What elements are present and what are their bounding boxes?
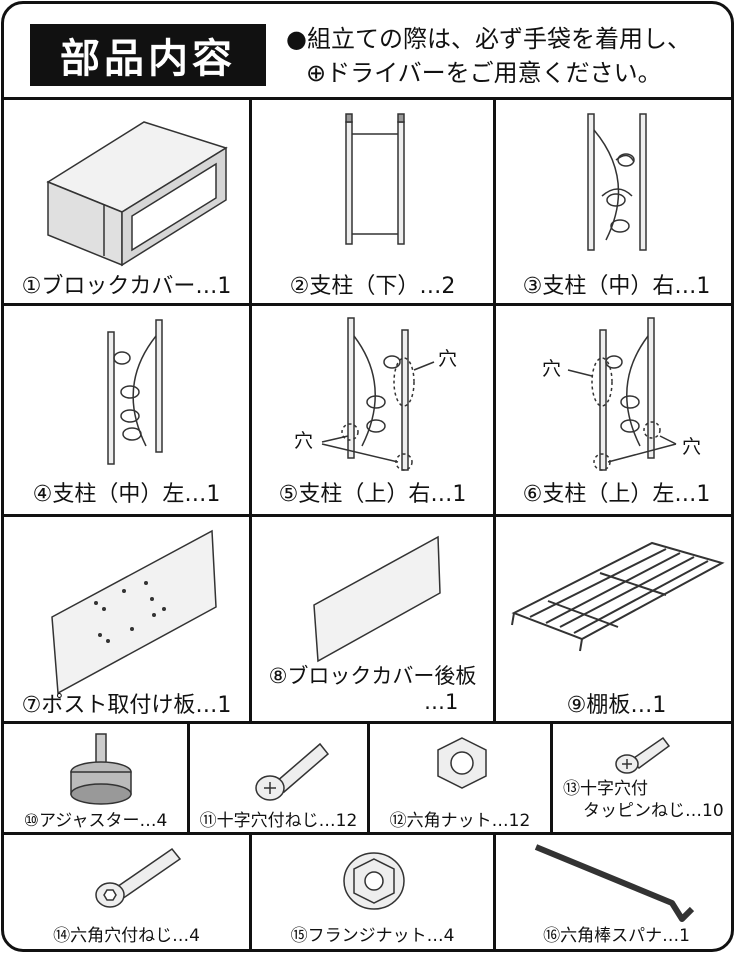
upper-post-left-illustration [567, 317, 677, 471]
phillips-screw-illustration [255, 742, 330, 801]
part-cell-13: ⑬十字穴付 タッピンねじ…10 [553, 724, 731, 832]
tapping-screw-illustration [615, 736, 671, 774]
part-label-1: ①ブロックカバー…1 [21, 274, 232, 299]
part-cell-6: 穴 穴 ⑥支柱（上）左…1 [496, 306, 731, 514]
page-title: 部品内容 [30, 24, 266, 86]
hole-callout-6b: 穴 [682, 436, 702, 458]
part-label-4: ④支柱（中）左…1 [32, 482, 221, 507]
flange-nut-illustration [343, 852, 405, 910]
hole-callout-5a: 穴 [438, 348, 458, 370]
parts-row-4: ⑩アジャスター…4 ⑪十字穴付ねじ…12 [4, 724, 731, 835]
part-cell-1: ①ブロックカバー…1 [4, 100, 252, 303]
part-cell-2: ②支柱（下）…2 [252, 100, 496, 303]
lower-post-illustration [345, 113, 405, 245]
part-label-5: ⑤支柱（上）右…1 [278, 482, 467, 507]
post-mounting-plate-illustration [51, 529, 217, 695]
part-label-15: ⑮フランジナット…4 [290, 926, 455, 946]
part-cell-10: ⑩アジャスター…4 [4, 724, 190, 832]
parts-row-1: ①ブロックカバー…1 ②支柱（下）…2 [4, 100, 731, 306]
parts-row-5: ⑭六角穴付ねじ…4 ⑮フランジナット…4 ⑯六角棒スパナ…1 [4, 835, 731, 949]
part-label-13-line1: ⑬十字穴付 [563, 779, 648, 799]
part-label-12: ⑫六角ナット…12 [389, 811, 531, 831]
hex-key-wrench-illustration [534, 844, 695, 922]
part-cell-3: ③支柱（中）右…1 [496, 100, 731, 303]
assembly-notice: ●組立ての際は、必ず手袋を着用し、 ⊕ドライバーをご用意ください。 [286, 22, 691, 90]
block-cover-back-panel-illustration [313, 535, 441, 663]
hole-callout-5b: 穴 [294, 430, 314, 452]
part-cell-9: ⑨棚板…1 [496, 517, 731, 721]
hole-callout-6a: 穴 [542, 358, 562, 380]
part-label-8-line1: ⑧ブロックカバー後板 [268, 664, 477, 688]
part-label-2: ②支柱（下）…2 [289, 274, 456, 299]
part-cell-7: ⑦ポスト取付け板…1 [4, 517, 252, 721]
header: 部品内容 ●組立ての際は、必ず手袋を着用し、 ⊕ドライバーをご用意ください。 [4, 4, 731, 100]
part-cell-4: ④支柱（中）左…1 [4, 306, 252, 514]
parts-grid: ①ブロックカバー…1 ②支柱（下）…2 [4, 100, 731, 949]
notice-line-2: ⊕ドライバーをご用意ください。 [306, 59, 662, 87]
part-label-9: ⑨棚板…1 [566, 693, 667, 718]
part-cell-14: ⑭六角穴付ねじ…4 [4, 835, 252, 949]
part-cell-8: ⑧ブロックカバー後板 …1 [252, 517, 496, 721]
part-label-11: ⑪十字穴付ねじ…12 [199, 811, 358, 831]
part-label-16: ⑯六角棒スパナ…1 [543, 926, 690, 946]
part-cell-15: ⑮フランジナット…4 [252, 835, 496, 949]
notice-line-1: ●組立ての際は、必ず手袋を着用し、 [286, 25, 691, 53]
part-cell-12: ⑫六角ナット…12 [370, 724, 553, 832]
part-label-13-line2: タッピンねじ…10 [583, 801, 724, 821]
upper-post-right-illustration [321, 317, 435, 471]
part-label-7: ⑦ポスト取付け板…1 [21, 693, 232, 718]
part-cell-16: ⑯六角棒スパナ…1 [496, 835, 731, 949]
part-label-6: ⑥支柱（上）左…1 [522, 482, 711, 507]
part-cell-11: ⑪十字穴付ねじ…12 [190, 724, 370, 832]
parts-row-2: ④支柱（中）左…1 [4, 306, 731, 517]
part-label-10: ⑩アジャスター…4 [23, 811, 168, 831]
middle-post-left-illustration [107, 319, 163, 465]
part-label-8-line2: …1 [424, 690, 459, 714]
part-cell-5: 穴 穴 ⑤支柱（上）右…1 [252, 306, 496, 514]
hex-socket-screw-illustration [95, 847, 182, 908]
block-cover-illustration [46, 121, 228, 267]
parts-row-3: ⑦ポスト取付け板…1 ⑧ブロックカバー後板 …1 [4, 517, 731, 724]
shelf-board-illustration [511, 541, 725, 652]
part-label-3: ③支柱（中）右…1 [522, 274, 711, 299]
adjuster-illustration [70, 733, 132, 805]
hex-nut-illustration [437, 737, 487, 789]
part-label-14: ⑭六角穴付ねじ…4 [53, 926, 200, 946]
middle-post-right-illustration [587, 113, 647, 251]
